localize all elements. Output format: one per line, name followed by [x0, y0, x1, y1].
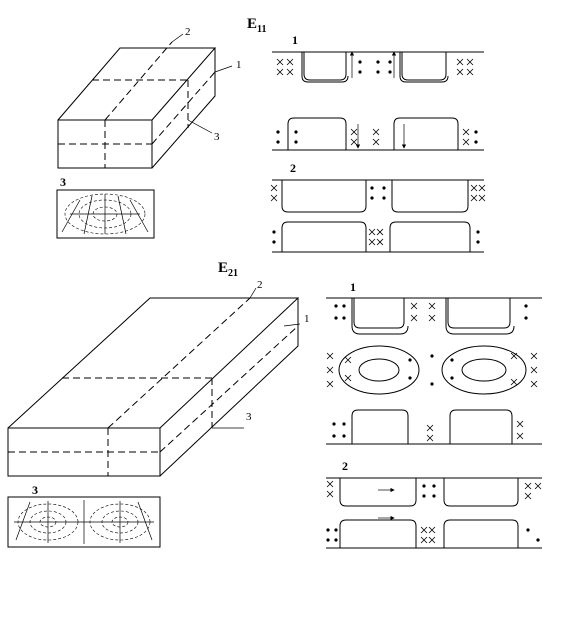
top-callout-1: 1: [236, 59, 242, 71]
top-callout-2: 2: [185, 26, 191, 38]
top-panel-2-label: 2: [290, 161, 296, 175]
bottom-panel-1-label: 1: [350, 280, 356, 294]
bottom-cross-section: [7, 496, 161, 548]
bottom-callout-3: 3: [246, 411, 252, 423]
bottom-callout-1: 1: [304, 313, 310, 325]
top-cross-section-label: 3: [60, 175, 66, 189]
mode-e21-title: E21: [218, 260, 238, 279]
bottom-panel-2-pattern: [326, 477, 542, 549]
top-panel-1-pattern: [272, 51, 484, 151]
top-callout-3: 3: [214, 131, 220, 143]
bottom-callout-2: 2: [257, 279, 263, 291]
bottom-panel-1-pattern: [326, 297, 542, 445]
mode-e11-title: E11: [247, 16, 266, 35]
top-panel-2-pattern: [270, 179, 486, 253]
bottom-cross-section-label: 3: [32, 483, 38, 497]
bottom-panel-2-label: 2: [342, 459, 348, 473]
bottom-waveguide-drawing: [7, 287, 301, 477]
top-cross-section: [56, 189, 155, 239]
top-waveguide-drawing: [57, 33, 233, 169]
top-panel-1-label: 1: [292, 33, 298, 47]
